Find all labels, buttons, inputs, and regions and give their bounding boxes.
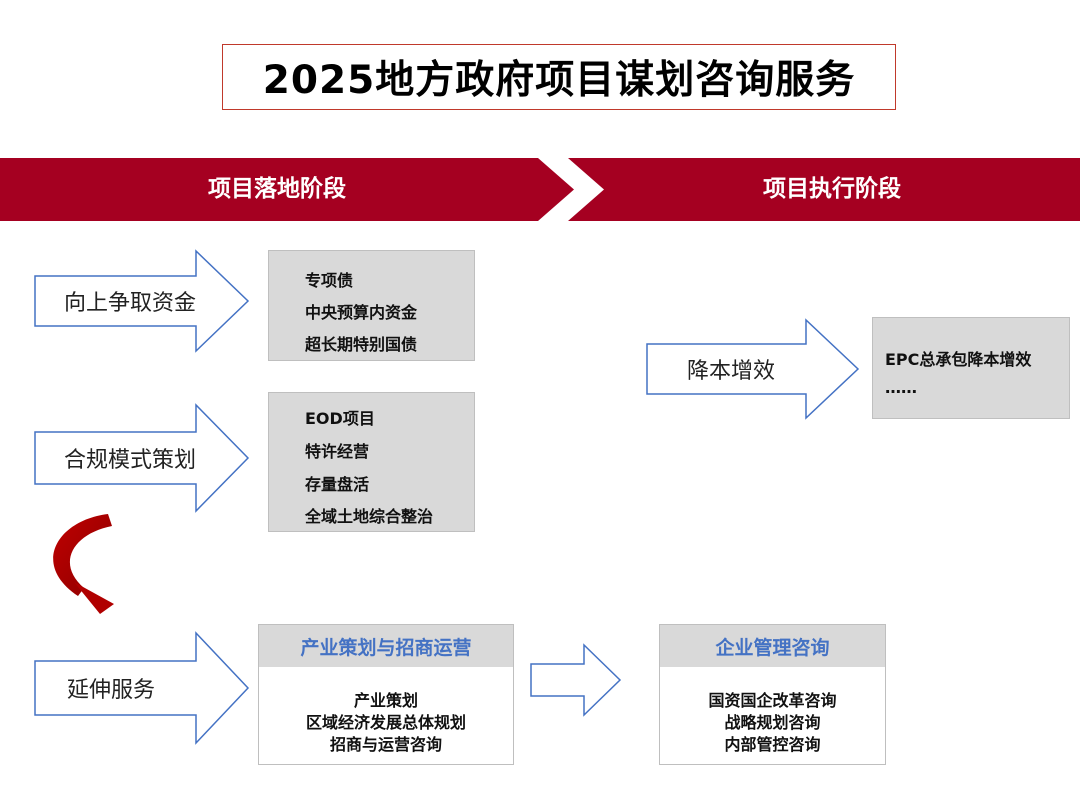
funding-box: 专项债 中央预算内资金 超长期特别国债 [268,250,475,361]
stage-label-landing: 项目落地阶段 [208,176,346,202]
compliance-box: EOD项目 特许经营 存量盘活 全域土地综合整治 [268,392,475,532]
cost-box: EPC总承包降本增效 …… [872,317,1070,419]
chevron-right-icon [538,158,604,221]
arrow-connector [530,643,622,717]
industry-card: 产业策划与招商运营 产业策划 区域经济发展总体规划 招商与运营咨询 [258,624,514,765]
curved-arrow-icon [53,514,114,614]
funding-item: 中央预算内资金 [305,303,418,322]
arrow-label-compliance: 合规模式策划 [63,448,196,473]
industry-item: 区域经济发展总体规划 [305,713,466,732]
compliance-item: 全域土地综合整治 [305,507,434,526]
stage-banner [0,158,1080,221]
arrow-label-funding: 向上争取资金 [63,291,196,316]
arrow-compliance [34,403,250,513]
arrow-label-cost: 降本增效 [686,359,775,384]
funding-item: 超长期特别国债 [305,335,418,354]
arrow-cost [646,318,860,420]
compliance-item: EOD项目 [305,409,375,428]
enterprise-card: 企业管理咨询 国资国企改革咨询 战略规划咨询 内部管控咨询 [659,624,886,765]
page-title: 2025地方政府项目谋划咨询服务 [222,44,896,110]
enterprise-card-title: 企业管理咨询 [660,625,885,667]
industry-item: 产业策划 [353,691,418,710]
arrow-extension [34,631,250,745]
cost-item: …… [885,378,917,397]
enterprise-item: 国资国企改革咨询 [708,691,837,710]
funding-item: 专项债 [305,271,354,290]
compliance-item: 存量盘活 [305,475,370,494]
industry-item: 招商与运营咨询 [329,735,442,754]
arrow-funding [34,249,250,353]
industry-card-title: 产业策划与招商运营 [259,625,513,667]
enterprise-item: 战略规划咨询 [724,713,821,732]
enterprise-item: 内部管控咨询 [724,735,821,754]
cost-item: EPC总承包降本增效 [885,350,1032,369]
arrow-label-extension: 延伸服务 [66,678,155,703]
compliance-item: 特许经营 [305,442,370,461]
stage-label-execution: 项目执行阶段 [763,176,901,202]
